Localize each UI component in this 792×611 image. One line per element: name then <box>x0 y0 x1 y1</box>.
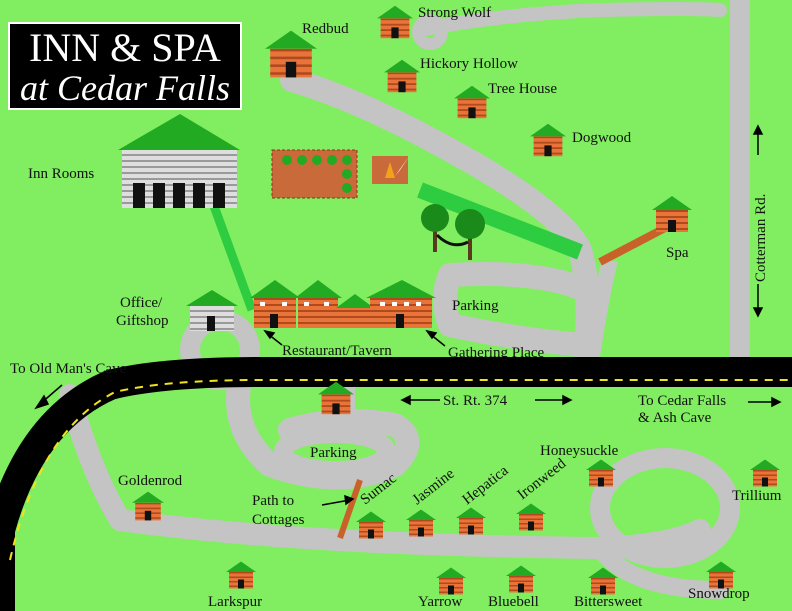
garden <box>271 149 358 199</box>
label-yarrow: Yarrow <box>418 594 462 610</box>
label-to-old-mans-cave: To Old Man's Cave <box>10 361 127 377</box>
highway[interactable] <box>0 357 792 611</box>
label-trillium: Trillium <box>732 488 782 504</box>
label-bluebell: Bluebell <box>488 594 539 610</box>
arrows <box>34 124 782 506</box>
label-goldenrod: Goldenrod <box>118 473 183 489</box>
trees-hammock <box>421 204 485 260</box>
spa-path[interactable] <box>598 224 667 266</box>
label-redbud: Redbud <box>302 21 349 37</box>
label-parking-lower: Parking <box>310 445 357 461</box>
fire-pit <box>372 155 410 184</box>
label-cotterman: Cotterman Rd. <box>753 194 769 282</box>
label-path-1: Path to <box>252 493 294 509</box>
label-route: St. Rt. 374 <box>443 393 508 409</box>
label-parking-upper: Parking <box>452 298 499 314</box>
trail[interactable] <box>417 182 583 260</box>
label-strong-wolf: Strong Wolf <box>418 5 491 21</box>
label-office-2: Giftshop <box>116 313 169 329</box>
label-office-1: Office/ <box>120 295 163 311</box>
inn-rooms-building[interactable] <box>118 114 240 208</box>
highway-road[interactable] <box>0 357 792 611</box>
label-hickory-hollow: Hickory Hollow <box>420 56 518 72</box>
title-line-2: at Cedar Falls <box>19 68 230 108</box>
label-gathering-place: Gathering Place <box>448 345 545 361</box>
lower-parking-lot[interactable] <box>226 368 420 490</box>
label-larkspur: Larkspur <box>208 594 262 610</box>
restaurant-building[interactable] <box>250 280 436 328</box>
label-spa: Spa <box>666 245 689 261</box>
title-line-1: INN & SPA <box>29 25 221 70</box>
center-line <box>9 379 792 561</box>
label-bittersweet: Bittersweet <box>574 594 643 610</box>
label-honeysuckle: Honeysuckle <box>540 443 619 459</box>
label-dogwood: Dogwood <box>572 130 632 146</box>
label-to-cedar-falls-1: To Cedar Falls <box>638 393 726 409</box>
label-to-cedar-falls-2: & Ash Cave <box>638 410 712 426</box>
walkway[interactable] <box>205 193 257 312</box>
title-box: INN & SPA at Cedar Falls <box>8 22 242 110</box>
upper-parking-lot[interactable] <box>433 262 597 357</box>
label-path-2: Cottages <box>252 512 305 528</box>
label-tree-house: Tree House <box>488 81 557 97</box>
label-inn-rooms: Inn Rooms <box>28 166 94 182</box>
label-snowdrop: Snowdrop <box>688 586 750 602</box>
cottage-path[interactable] <box>337 479 363 539</box>
label-restaurant: Restaurant/Tavern <box>282 343 392 359</box>
office-building[interactable] <box>186 290 238 331</box>
